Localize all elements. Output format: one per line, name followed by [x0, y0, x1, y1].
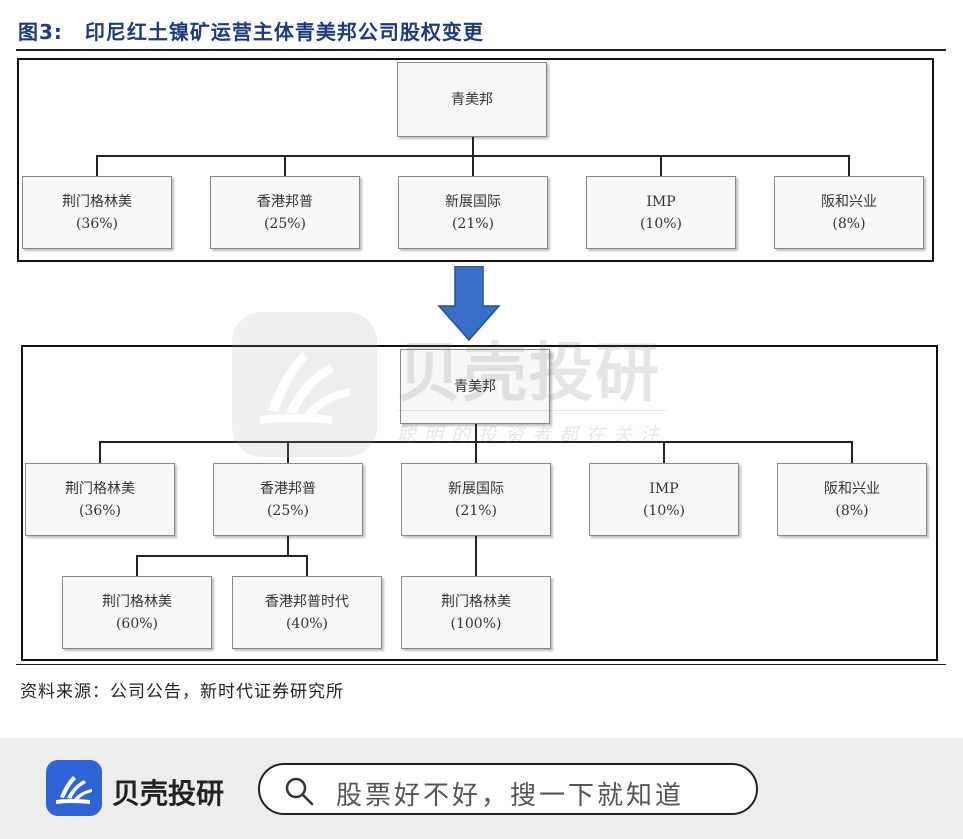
- shareholder-percent: (10%): [639, 215, 683, 232]
- after-shareholder-node: IMP (10%): [589, 463, 739, 536]
- shareholder-percent: (25%): [266, 502, 310, 519]
- search-icon: [285, 777, 314, 806]
- after-subsidiary-node: 荆门格林美 (100%): [401, 576, 551, 649]
- before-connector: [848, 155, 850, 176]
- bottom-rule: [16, 664, 946, 665]
- shareholder-percent: (36%): [78, 502, 122, 519]
- before-shareholder-node: 荆门格林美 (36%): [22, 176, 172, 249]
- after-subsidiary-node: 荆门格林美 (60%): [62, 576, 212, 649]
- shell-logo-icon[interactable]: [46, 760, 102, 816]
- after-shareholder-node: 荆门格林美 (36%): [25, 463, 175, 536]
- shareholder-name: 荆门格林美: [65, 480, 135, 497]
- before-connector: [472, 155, 474, 176]
- shareholder-percent: (36%): [75, 215, 119, 232]
- after-root-label: 青美邦: [454, 378, 496, 395]
- subsidiary-name: 香港邦普时代: [265, 593, 349, 610]
- after-connector: [851, 441, 853, 463]
- after-connector: [475, 424, 477, 442]
- shell-icon: [56, 776, 92, 804]
- subsidiary-percent: (60%): [115, 615, 159, 632]
- shareholder-percent: (8%): [832, 215, 866, 232]
- shareholder-name: 新展国际: [445, 193, 501, 210]
- shareholder-name: 阪和兴业: [821, 193, 877, 210]
- after-connector: [663, 441, 665, 463]
- shareholder-percent: (10%): [642, 502, 686, 519]
- before-root-label: 青美邦: [451, 91, 493, 108]
- down-arrow-icon: [437, 266, 501, 342]
- shareholder-name: IMP: [646, 193, 676, 210]
- after-connector: [287, 441, 289, 463]
- before-shareholder-node: 新展国际 (21%): [398, 176, 548, 249]
- after-sub-connector: [287, 536, 289, 556]
- subsidiary-name: 荆门格林美: [102, 593, 172, 610]
- before-connector: [284, 155, 286, 176]
- before-connector: [660, 155, 662, 176]
- before-shareholder-node: IMP (10%): [586, 176, 736, 249]
- shareholder-name: 阪和兴业: [824, 480, 880, 497]
- after-sub-connector: [136, 555, 308, 557]
- after-root-node: 青美邦: [400, 349, 550, 424]
- footer-app-name[interactable]: 贝壳投研: [112, 777, 225, 810]
- shareholder-percent: (21%): [451, 215, 495, 232]
- figure-title-row: 图3: 印尼红土镍矿运营主体青美邦公司股权变更: [18, 16, 484, 45]
- before-shareholder-node: 阪和兴业 (8%): [774, 176, 924, 249]
- before-root-node: 青美邦: [397, 62, 547, 137]
- subsidiary-percent: (40%): [285, 615, 329, 632]
- search-placeholder: 股票好不好，搜一下就知道: [336, 781, 685, 811]
- after-shareholder-node: 新展国际 (21%): [401, 463, 551, 536]
- after-connector: [99, 441, 101, 463]
- subsidiary-percent: (100%): [450, 615, 502, 632]
- figure-source: 资料来源：公司公告，新时代证券研究所: [20, 682, 344, 702]
- footer-bar: 贝壳投研 股票好不好，搜一下就知道: [0, 738, 963, 839]
- shareholder-name: 新展国际: [448, 480, 504, 497]
- figure-label: 图3:: [18, 20, 63, 44]
- before-connector: [96, 155, 98, 176]
- after-sub-connector: [306, 555, 308, 576]
- after-shareholder-node: 阪和兴业 (8%): [777, 463, 927, 536]
- after-sub-connector: [475, 536, 477, 576]
- search-box[interactable]: 股票好不好，搜一下就知道: [258, 763, 758, 815]
- down-arrow-shape: [437, 266, 501, 342]
- subsidiary-name: 荆门格林美: [441, 593, 511, 610]
- after-shareholder-node: 香港邦普 (25%): [213, 463, 363, 536]
- shareholder-percent: (25%): [263, 215, 307, 232]
- before-connector: [472, 137, 474, 157]
- after-sub-connector: [136, 555, 138, 576]
- shareholder-percent: (21%): [454, 502, 498, 519]
- top-rule: [16, 49, 946, 51]
- shareholder-name: IMP: [649, 480, 679, 497]
- shareholder-name: 香港邦普: [260, 480, 316, 497]
- shareholder-percent: (8%): [835, 502, 869, 519]
- after-subsidiary-node: 香港邦普时代 (40%): [232, 576, 382, 649]
- shareholder-name: 荆门格林美: [62, 193, 132, 210]
- before-shareholder-node: 香港邦普 (25%): [210, 176, 360, 249]
- figure-title: 印尼红土镍矿运营主体青美邦公司股权变更: [84, 20, 484, 44]
- shareholder-name: 香港邦普: [257, 193, 313, 210]
- after-connector: [475, 441, 477, 463]
